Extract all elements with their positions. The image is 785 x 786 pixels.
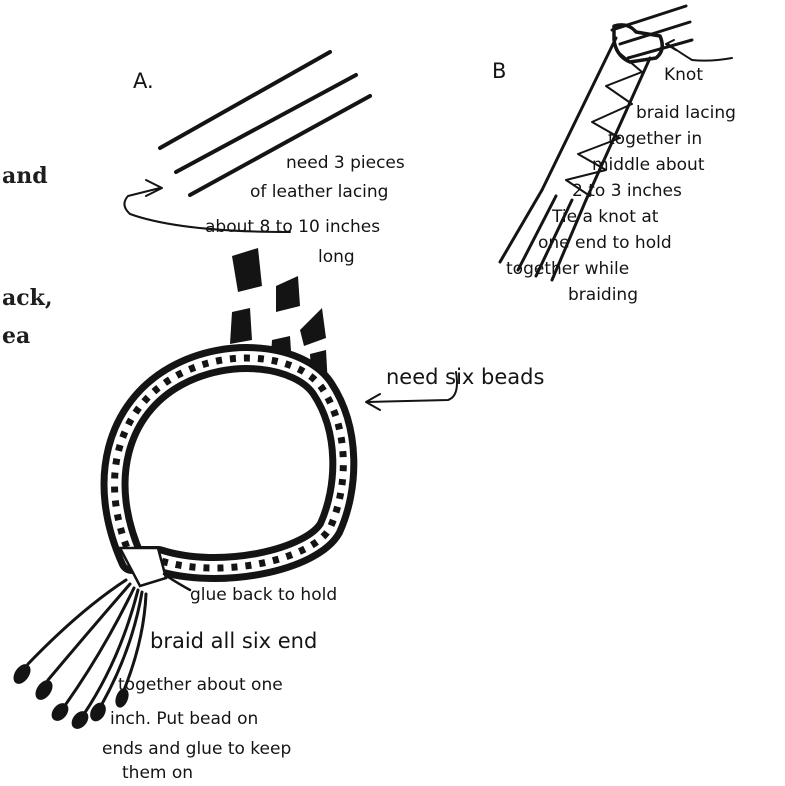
- note-b-7: together while: [506, 259, 629, 279]
- note-b-8: braiding: [568, 285, 638, 305]
- note-b-6: one end to hold: [538, 233, 672, 253]
- bead-2: [276, 276, 300, 312]
- diagram-b-label: B: [492, 59, 506, 83]
- note-a-3: about 8 to 10 inches: [205, 217, 380, 237]
- note-a-1: need 3 pieces: [286, 153, 405, 173]
- margin-text-1: and: [2, 163, 48, 189]
- bead-1: [232, 248, 262, 292]
- note-b-1: braid lacing: [636, 103, 736, 123]
- bead-3: [230, 308, 252, 344]
- end-bead-4: [68, 708, 92, 732]
- diagram-a-label: A.: [133, 69, 154, 93]
- beads-note: need six beads: [386, 365, 544, 389]
- note-b-5: Tie a knot at: [551, 207, 659, 227]
- pointer-arrow-knot: [668, 44, 732, 61]
- tail-4: [84, 590, 138, 714]
- margin-text-3: ea: [2, 323, 30, 349]
- braid-note-4: ends and glue to keep: [102, 739, 291, 759]
- note-b-4: 2 to 3 inches: [572, 181, 682, 201]
- beads-group: need six beads: [230, 248, 544, 410]
- note-a-2: of leather lacing: [250, 182, 388, 202]
- end-bead-1: [10, 661, 34, 687]
- braid-note-3: inch. Put bead on: [110, 709, 258, 729]
- bead-4: [300, 308, 326, 346]
- glue-note: glue back to hold: [190, 585, 337, 605]
- diagram-a: A. need 3 pieces of leather lacing about…: [124, 52, 404, 267]
- braid-note-1: braid all six end: [150, 629, 317, 653]
- braid-note-2: together about one: [118, 675, 283, 695]
- note-b-3: middle about: [592, 155, 705, 175]
- end-bead-3: [48, 700, 72, 724]
- braid-note-5: them on: [122, 763, 193, 783]
- margin-text-2: ack,: [2, 285, 53, 311]
- bracelet: glue back to hold braid all six end toge…: [10, 358, 343, 783]
- tail-1: [28, 580, 126, 664]
- note-b-2: together in: [608, 129, 702, 149]
- lace-3: [190, 96, 370, 195]
- end-bead-2: [32, 677, 56, 703]
- knot-label: Knot: [664, 65, 703, 85]
- loose-ends-top: [612, 6, 692, 58]
- note-a-4: long: [318, 247, 355, 267]
- diagram-b: B Knot braid lacing together in middle a…: [492, 6, 736, 305]
